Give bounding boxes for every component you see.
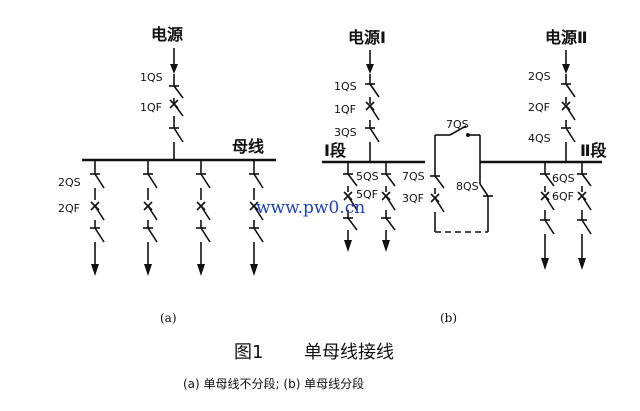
feeder-a-1 [90, 160, 105, 276]
sublabel-a: (a) [160, 311, 177, 325]
feeder-b-1 [343, 162, 358, 252]
breaker-1qf-a-label: 1QF [140, 101, 162, 114]
switch-1qs-b-label: 1QS [334, 80, 357, 93]
switch-1qs-a-label: 1QS [140, 71, 163, 84]
switch-2qs-a-label: 2QS [58, 176, 81, 189]
figure-subtitle: (a) 单母线不分段; (b) 单母线分段 [183, 376, 364, 391]
breaker-3qf-label: 3QF [402, 192, 424, 205]
bus-tie-top [434, 125, 481, 162]
breaker-2qf-a-label: 2QF [58, 202, 80, 215]
source-1-label: 电源Ⅰ [348, 28, 386, 47]
sublabel-b: (b) [440, 311, 457, 325]
switch-6qs-label: 6QS [552, 172, 575, 185]
section-2-label: Ⅱ段 [580, 141, 608, 160]
source-label-a: 电源 [151, 25, 183, 44]
bus-label-a: 母线 [232, 137, 264, 156]
feeder-b-3 [540, 162, 555, 270]
watermark: www.pw0.cn [256, 198, 365, 218]
feeder-b-4 [577, 162, 592, 270]
source-2-column [561, 50, 576, 162]
switch-a-lower-blade [173, 127, 184, 143]
source-arrow-a [170, 64, 178, 74]
figure-title: 单母线接线 [304, 342, 394, 363]
switch-5qs-label: 5QS [356, 170, 379, 183]
section-1-label: Ⅰ段 [324, 141, 347, 160]
feeder-a-4 [249, 160, 264, 276]
figure-number: 图1 [234, 342, 263, 363]
breaker-5qf-label: 5QF [356, 188, 378, 201]
switch-2qs-b-label: 2QS [528, 70, 551, 83]
switch-1qs-a-blade [173, 85, 184, 99]
switch-7qs-top-label: 7QS [446, 118, 469, 131]
breaker-1qf-a-blade [173, 103, 184, 117]
switch-3qs-b-label: 3QS [334, 126, 357, 139]
bus-tie-bottom [430, 162, 493, 233]
source-2-label: 电源Ⅱ [545, 28, 588, 47]
switch-8qs-label: 8QS [456, 180, 479, 193]
switch-4qs-b-label: 4QS [528, 132, 551, 145]
feeder-b-2 [381, 162, 396, 252]
breaker-2qf-b-label: 2QF [528, 101, 550, 114]
diagram-b: 电源Ⅰ 电源Ⅱ 1QS 1QF 3QS [322, 28, 608, 325]
source-1-column [365, 50, 380, 162]
switch-7qs-label: 7QS [402, 170, 425, 183]
feeder-a-3 [196, 160, 211, 276]
feeder-a-2 [143, 160, 158, 276]
breaker-6qf-label: 6QF [552, 190, 574, 203]
diagram-a: 电源 1QS 1QF 母线 [58, 25, 276, 325]
breaker-1qf-b-label: 1QF [334, 103, 356, 116]
